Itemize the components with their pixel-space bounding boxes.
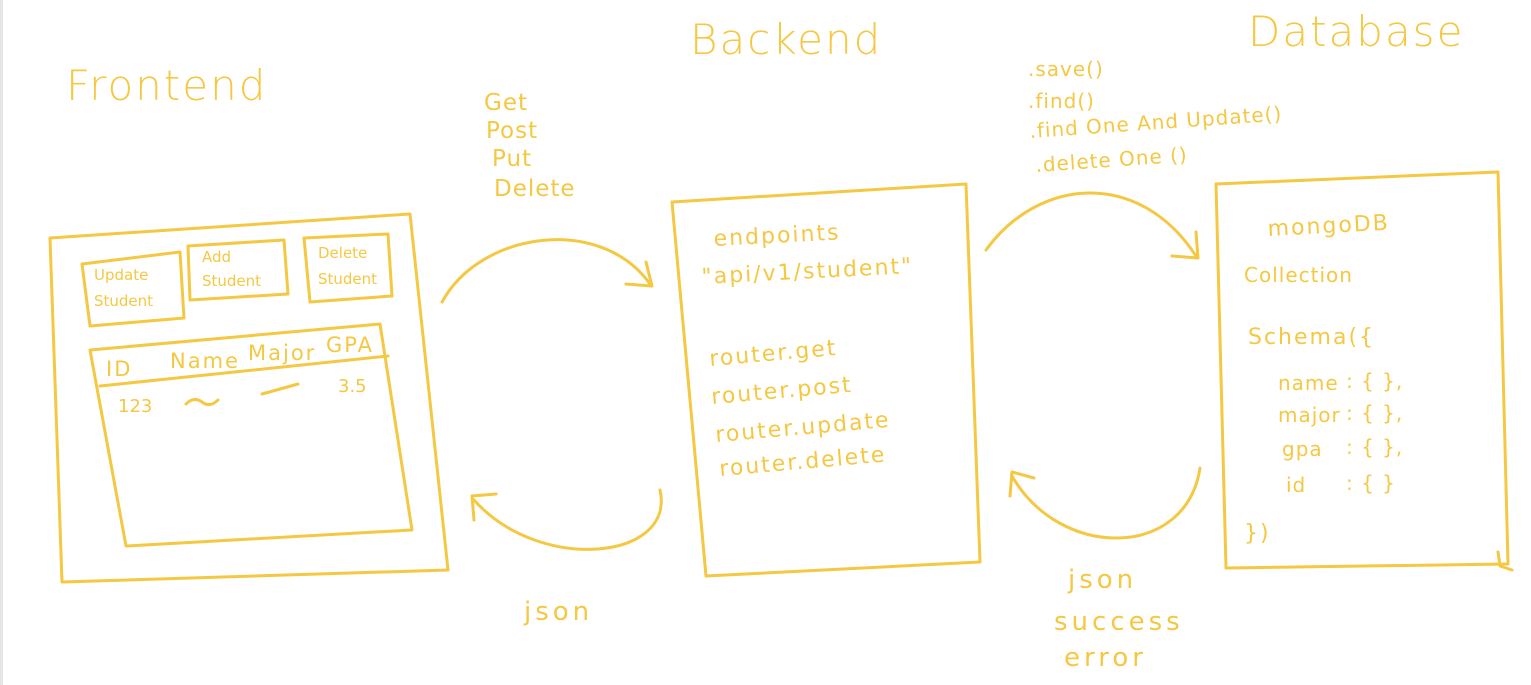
table-header-id: ID — [106, 357, 132, 381]
database-corner-tick — [1496, 550, 1514, 572]
table-header-gpa: GPA — [326, 333, 374, 357]
schema-close: }) — [1244, 521, 1271, 546]
http-method-get: Get — [484, 90, 528, 116]
backend-db-response-success: success — [1054, 607, 1184, 637]
schema-open: Schema({ — [1248, 325, 1375, 350]
backend-to-database-arrow — [984, 191, 1200, 260]
delete-student-button-line1: Delete — [318, 244, 367, 262]
backend-to-frontend-arrow — [470, 488, 663, 551]
table-cell-name-squiggle — [184, 397, 220, 407]
schema-field-major-key: major — [1278, 403, 1341, 427]
update-student-button-box — [80, 250, 186, 328]
database-outline — [1214, 170, 1510, 570]
route-update: router.update — [714, 408, 891, 448]
frontend-to-backend-arrow — [440, 238, 654, 304]
backend-to-frontend-arrowhead — [470, 492, 498, 522]
database-title: Database — [1248, 7, 1464, 56]
backend-box: endpoints "api/v1/student" router.get ro… — [670, 182, 982, 578]
db-method-save: .save() — [1028, 57, 1104, 81]
table-header-major: Major — [248, 341, 316, 365]
db-method-find: .find() — [1028, 89, 1095, 113]
database-to-backend-arrowhead — [1008, 470, 1036, 498]
table-header-name: Name — [170, 349, 240, 373]
update-student-button-line2: Student — [94, 292, 153, 310]
schema-field-name-key: name — [1278, 371, 1339, 395]
schema-field-name-value: : { }, — [1346, 369, 1403, 393]
left-edge — [0, 0, 3, 685]
delete-student-button-line2: Student — [318, 270, 377, 288]
frontend-to-backend-arrowhead — [624, 260, 654, 288]
http-methods-list: Get Post Put Delete — [484, 90, 576, 202]
backend-title: Backend — [690, 15, 882, 64]
add-student-button-line2: Student — [202, 272, 261, 290]
schema-field-id-key: id — [1286, 473, 1306, 497]
database-to-backend-arrow — [1008, 466, 1202, 540]
frontend-box: Update Student Add Student Delete Studen… — [48, 212, 450, 584]
http-method-delete: Delete — [494, 176, 576, 202]
endpoints-label: endpoints — [713, 220, 841, 252]
delete-student-button-box — [302, 232, 394, 304]
frontend-title: Frontend — [66, 61, 267, 110]
schema-field-id-value: : { } — [1346, 471, 1396, 495]
database-name: mongoDB — [1267, 211, 1390, 242]
db-method-delete-one: .delete One () — [1035, 142, 1189, 177]
route-get: router.get — [708, 336, 838, 372]
frontend-backend-response-json: json — [523, 597, 593, 627]
table-cell-id: 123 — [118, 396, 152, 417]
database-box: mongoDB Collection Schema({ name : { }, … — [1214, 170, 1514, 572]
frontend-outline — [48, 212, 450, 584]
table-cell-major-squiggle — [260, 382, 300, 396]
collection-label: Collection — [1244, 263, 1353, 287]
schema-field-gpa-value: : { }, — [1346, 435, 1403, 459]
db-methods-list: .save() .find() .find One And Update() .… — [1028, 57, 1283, 177]
add-student-button-line1: Add — [202, 248, 231, 266]
update-student-button-line1: Update — [94, 266, 148, 284]
route-post: router.post — [710, 373, 853, 410]
schema-field-major-value: : { }, — [1346, 401, 1403, 425]
http-method-post: Post — [486, 118, 538, 144]
schema-field-gpa-key: gpa — [1282, 437, 1323, 461]
http-method-put: Put — [492, 146, 532, 172]
student-table-box — [88, 322, 414, 548]
endpoint-path: "api/v1/student" — [701, 254, 914, 290]
backend-to-database-arrowhead — [1170, 230, 1200, 260]
table-header-divider — [98, 354, 390, 388]
backend-outline — [670, 182, 982, 578]
backend-db-response-json: json — [1067, 565, 1137, 595]
backend-db-response-error: error — [1064, 643, 1147, 673]
add-student-button-box — [186, 238, 290, 302]
table-cell-gpa: 3.5 — [338, 376, 367, 397]
route-delete: router.delete — [718, 442, 887, 481]
